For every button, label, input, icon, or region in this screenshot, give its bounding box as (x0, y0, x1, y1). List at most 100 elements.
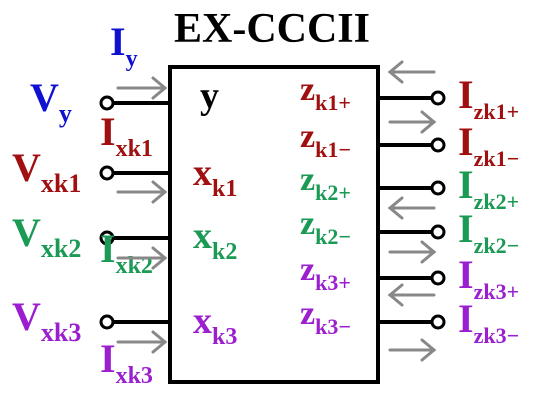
pin-label-main: z (300, 205, 315, 242)
pin-label-main: x (193, 300, 212, 342)
pin-label-main: z (300, 251, 315, 288)
pin-label: y (200, 75, 219, 117)
current-label: Izk2− (458, 206, 519, 258)
voltage-label-subscript: xk3 (41, 318, 81, 347)
voltage-label-main: V (30, 75, 59, 120)
current-label: Izk3+ (458, 252, 519, 304)
pin-label: zk1+ (300, 71, 351, 115)
voltage-label: Vxk1 (12, 145, 81, 198)
pin-label: zk2− (300, 205, 351, 249)
current-label-main: I (458, 206, 474, 251)
current-label: Ixk3 (100, 336, 153, 389)
voltage-label: Vxk3 (12, 294, 81, 347)
current-label: Izk1+ (458, 72, 519, 124)
pin-label-main: z (300, 161, 315, 198)
voltage-label: Vy (30, 75, 72, 128)
current-label: Ixk1 (100, 109, 153, 162)
current-label-main: I (100, 109, 116, 154)
ex-ccii-block (168, 65, 380, 384)
right-port-4: zk3+Izk3+ (300, 251, 519, 307)
current-label-subscript: zk2+ (474, 189, 520, 214)
pin-label-subscript: k2− (315, 224, 351, 249)
pin-label-subscript: k3+ (315, 270, 351, 295)
terminal-node (430, 224, 446, 240)
current-label-subscript: zk3+ (474, 279, 520, 304)
current-label-subscript: zk1+ (474, 99, 520, 124)
current-label-subscript: xk1 (116, 136, 153, 162)
right-ports: zk1+Izk1+zk1−Izk1−zk2+Izk2+zk2−Izk2−zk3+… (300, 60, 519, 362)
pin-label: zk3− (300, 295, 351, 339)
current-label-main: I (458, 119, 474, 164)
voltage-label-main: V (12, 294, 41, 339)
pin-label: xk1 (193, 152, 237, 202)
pin-label-main: x (193, 215, 212, 257)
pin-label: zk1− (300, 118, 351, 162)
current-label-main: I (100, 336, 116, 381)
current-label-subscript: zk2− (474, 233, 520, 258)
pin-label: xk2 (193, 215, 237, 265)
current-label-main: I (458, 162, 474, 207)
pin-label-subscript: k3− (315, 314, 351, 339)
current-label-main: I (100, 226, 116, 271)
pin-label-subscript: k2 (212, 239, 237, 265)
voltage-label-main: V (12, 210, 41, 255)
current-arrow (387, 196, 436, 220)
current-label: Izk2+ (458, 162, 519, 214)
current-label-subscript: zk3− (474, 323, 520, 348)
pin-label-main: x (193, 152, 212, 194)
voltage-label-subscript: xk1 (41, 169, 81, 198)
current-arrow (116, 246, 168, 270)
current-label: Izk3− (458, 296, 519, 348)
current-label-subscript: zk1− (474, 146, 520, 171)
current-arrow (116, 330, 168, 354)
current-label-main: I (458, 72, 474, 117)
current-arrow (387, 283, 436, 307)
voltage-label-main: V (12, 145, 41, 190)
pin-label-subscript: k1+ (315, 90, 351, 115)
pin-label-main: z (300, 71, 315, 108)
terminal-node (99, 165, 115, 181)
block-title: EX-CCCII (174, 6, 370, 52)
terminal-node (430, 314, 446, 330)
voltage-label-subscript: xk2 (41, 234, 81, 263)
right-port-5: zk3−Izk3− (300, 295, 519, 362)
terminal-node (430, 180, 446, 196)
current-arrow (388, 240, 437, 264)
pin-label-main: z (300, 118, 315, 155)
right-port-2: zk2+Izk2+ (300, 161, 519, 220)
current-label: Iy (110, 19, 138, 72)
pin-label-main: y (200, 75, 219, 117)
current-arrow (116, 180, 168, 204)
pin-label-subscript: k2+ (315, 180, 351, 205)
terminal-node (99, 95, 115, 111)
terminal-node (430, 270, 446, 286)
right-port-0: zk1+Izk1+ (300, 60, 519, 124)
pin-label: zk2+ (300, 161, 351, 205)
pin-label-main: z (300, 295, 315, 332)
current-label-main: I (110, 19, 126, 64)
current-label-subscript: y (126, 46, 138, 72)
current-label: Izk1− (458, 119, 519, 171)
current-label-main: I (458, 252, 474, 297)
current-label: Ixk2 (100, 226, 153, 279)
pin-label: zk3+ (300, 251, 351, 295)
current-arrow (388, 338, 437, 362)
current-arrow (388, 110, 437, 134)
current-label-subscript: xk3 (116, 363, 153, 389)
current-label-main: I (458, 296, 474, 341)
right-port-3: zk2−Izk2− (300, 205, 519, 264)
current-arrow (387, 60, 436, 84)
terminal-node (99, 314, 115, 330)
pin-label-subscript: k1− (315, 137, 351, 162)
pin-label-subscript: k1 (212, 176, 237, 202)
current-arrow (116, 76, 168, 100)
pin-label-subscript: k3 (212, 324, 237, 350)
terminal-node (430, 90, 446, 106)
voltage-label: Vxk2 (12, 210, 81, 263)
voltage-label-subscript: y (59, 99, 72, 128)
